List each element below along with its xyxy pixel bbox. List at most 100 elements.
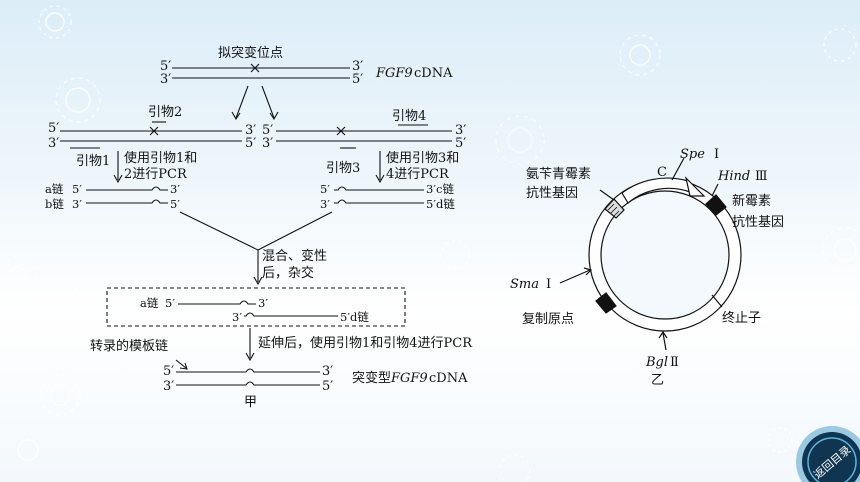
mutant-strand-lower: [176, 381, 320, 386]
step-right-line1: 使用引物3和: [386, 150, 459, 166]
svg-text:5′: 5′: [320, 182, 330, 196]
top-5prime-left: 5′: [160, 59, 171, 74]
top-3prime-right: 3′: [352, 59, 363, 74]
merge-line-right: [257, 211, 333, 251]
c-arrowhead: [684, 176, 706, 197]
origin-label: 复制原点: [522, 312, 574, 327]
chain-b-label: b链: [45, 197, 64, 211]
top-5prime-right: 5′: [352, 72, 363, 87]
step-right-line2: 4进行PCR: [386, 167, 450, 182]
mix-line1: 混合、变性: [262, 248, 327, 264]
bgl-name: Bgl: [645, 355, 668, 370]
box-chain-d-label: d链: [350, 310, 369, 324]
svg-text:3′: 3′: [322, 364, 333, 379]
sma-num: Ⅰ: [546, 277, 551, 292]
primer3-label: 引物3: [326, 161, 360, 176]
spe-pointer: [671, 157, 685, 181]
bgl-pointer: [662, 332, 667, 351]
hind-name: Hind: [717, 169, 750, 184]
terminator-label: 终止子: [722, 310, 761, 326]
svg-text:5′: 5′: [72, 182, 82, 196]
mutation-site-label: 拟突变位点: [218, 45, 283, 61]
neo-label-line2: 抗性基因: [732, 215, 784, 230]
mutant-strand-upper: [176, 368, 320, 373]
mutant-prefix: 突变型: [352, 370, 391, 386]
mutation-mark: [250, 63, 260, 73]
amp-gene-segment: [604, 198, 625, 219]
svg-text:5′: 5′: [48, 121, 59, 136]
chain-a-line: [86, 186, 168, 191]
chain-c-line: [334, 186, 424, 191]
step-left-line2: 2进行PCR: [124, 167, 188, 182]
sma-pointer: [559, 269, 591, 284]
figure-yi-label: 乙: [651, 373, 664, 388]
box-chain-d-line: [244, 312, 338, 317]
box-chain-a-label: a链: [140, 296, 159, 310]
svg-text:3′: 3′: [455, 123, 466, 138]
primer2-label: 引物2: [148, 105, 182, 120]
svg-text:5′: 5′: [455, 136, 466, 151]
mutant-gene: FGF9: [390, 371, 428, 386]
spe-name: Spe: [680, 147, 705, 162]
top-gene-name: FGF9: [375, 66, 413, 81]
svg-text:5′: 5′: [322, 379, 333, 394]
chain-a-label: a链: [45, 182, 64, 196]
diagram-jia: 拟突变位点 5′ 3′ 3′ 5′ FGF9 cDNA 引物2 5′ 3′ 3′…: [45, 45, 473, 410]
amp-label-line1: 氨苄青霉素: [526, 167, 591, 182]
hind-num: Ⅲ: [755, 169, 768, 184]
arrow-split-left: [235, 85, 249, 119]
svg-text:5′: 5′: [163, 364, 174, 379]
amp-pointer: [599, 189, 615, 201]
svg-text:3′: 3′: [320, 197, 330, 211]
svg-text:3′: 3′: [262, 136, 273, 151]
chain-d-line: [334, 199, 424, 204]
c-label: C: [657, 165, 667, 180]
merge-line-left: [179, 211, 259, 251]
step-left-line1: 使用引物1和: [124, 150, 197, 166]
svg-text:3′: 3′: [48, 136, 59, 151]
bgl-num: Ⅱ: [670, 355, 679, 370]
svg-text:5′: 5′: [340, 310, 350, 324]
svg-text:5′: 5′: [262, 123, 273, 138]
figure-jia-label: 甲: [244, 395, 257, 410]
hybrid-dashed-box: [106, 287, 406, 327]
top-3prime-left: 3′: [160, 72, 171, 87]
arrow-split-right: [261, 85, 275, 119]
amp-label-line2: 抗性基因: [526, 186, 578, 201]
chain-b-line: [86, 199, 168, 204]
chain-d-label: d链: [436, 197, 455, 211]
spe-num: Ⅰ: [714, 147, 719, 162]
origin-block: [595, 292, 617, 314]
svg-text:3′: 3′: [163, 379, 174, 394]
template-strand-label: 转录的模板链: [90, 338, 168, 354]
svg-text:5′: 5′: [165, 296, 175, 310]
top-gene-suffix: cDNA: [414, 66, 453, 81]
svg-text:3′: 3′: [245, 123, 256, 138]
sma-name: Sma: [510, 277, 539, 292]
chain-c-label: c链: [436, 182, 454, 196]
svg-text:5′: 5′: [426, 197, 436, 211]
primer4-label: 引物4: [392, 109, 426, 124]
svg-text:3′: 3′: [232, 310, 242, 324]
svg-text:3′: 3′: [258, 296, 268, 310]
back-to-contents-button[interactable]: 返回目录: [790, 422, 860, 482]
hind-pointer: [711, 183, 719, 197]
mix-line2: 后，杂交: [262, 265, 314, 281]
neo-label-line1: 新霉素: [732, 193, 771, 209]
svg-text:5′: 5′: [245, 136, 256, 151]
svg-text:3′: 3′: [72, 197, 82, 211]
neo-gene-block: [705, 194, 727, 216]
box-chain-a-line: [178, 300, 256, 305]
svg-text:3′: 3′: [170, 182, 180, 196]
terminator-tick: [711, 294, 723, 308]
svg-text:5′: 5′: [170, 197, 180, 211]
primer1-label: 引物1: [76, 154, 110, 169]
plasmid-ring-inner: [600, 190, 730, 320]
back-button-graphic: 返回目录: [796, 426, 860, 482]
svg-text:3′: 3′: [426, 182, 436, 196]
extend-step-label: 延伸后，使用引物1和引物4进行PCR: [258, 335, 473, 351]
mutant-suffix: cDNA: [429, 371, 468, 386]
